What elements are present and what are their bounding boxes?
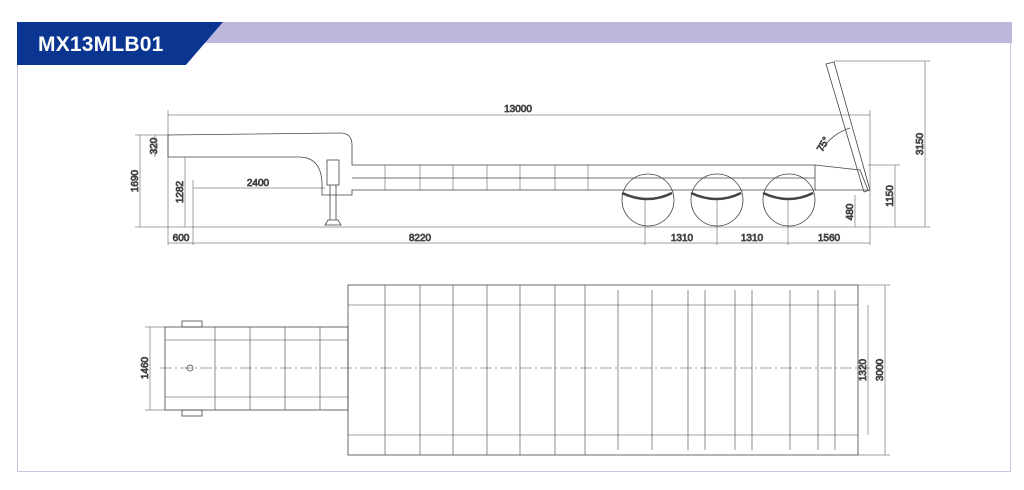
dim-gooseneck-height: 320	[149, 137, 160, 154]
dim-coupling-height: 1282	[175, 180, 186, 203]
wheel	[621, 173, 675, 227]
bracket	[181, 409, 203, 417]
title-tab	[17, 22, 223, 65]
landing-gear-box	[326, 159, 340, 186]
dim-neck-width: 1460	[140, 356, 151, 379]
dim-ramp-bottom: 480	[845, 203, 856, 220]
dim-front-overhang: 600	[173, 233, 190, 244]
wheels	[621, 173, 816, 227]
ramp	[825, 61, 871, 193]
dim-axle-spacing-2: 1310	[741, 233, 764, 244]
dimension-lines	[135, 60, 930, 245]
plan-dimension-lines	[145, 284, 890, 456]
dim-deck-width: 3000	[875, 358, 886, 381]
dim-inner-width: 1320	[858, 358, 869, 381]
landing-gear	[324, 185, 342, 226]
wheel	[762, 173, 816, 227]
leaf-springs	[621, 191, 814, 201]
dim-rear-overhang: 1560	[818, 233, 841, 244]
dim-deck-height: 1150	[885, 185, 896, 207]
header-band	[17, 22, 1012, 43]
side-view: 13000 320 1690 1282 2400 600 8220 1310 1…	[130, 60, 930, 245]
crossmembers	[214, 285, 836, 455]
kingpin	[186, 364, 194, 372]
dim-overall-length: 13000	[504, 104, 532, 115]
plan-view: 1460 1320 3000	[140, 284, 890, 456]
dim-ramp-height: 3150	[915, 132, 926, 155]
dim-kingpin-to-axle: 8220	[409, 233, 432, 244]
neck-outline	[164, 326, 349, 411]
model-title: MX13MLB01	[38, 33, 164, 56]
gooseneck	[167, 132, 816, 196]
dim-total-height: 1690	[130, 169, 141, 192]
dim-gooseneck-length: 2400	[247, 178, 270, 189]
dim-axle-spacing-1: 1310	[671, 233, 694, 244]
rear-slope	[814, 164, 869, 191]
longitudinal-members	[165, 304, 858, 436]
angle-arc	[821, 127, 851, 151]
deck-outline	[347, 284, 859, 456]
bracket	[181, 320, 203, 328]
dim-ramp-angle: 75°	[815, 135, 832, 154]
